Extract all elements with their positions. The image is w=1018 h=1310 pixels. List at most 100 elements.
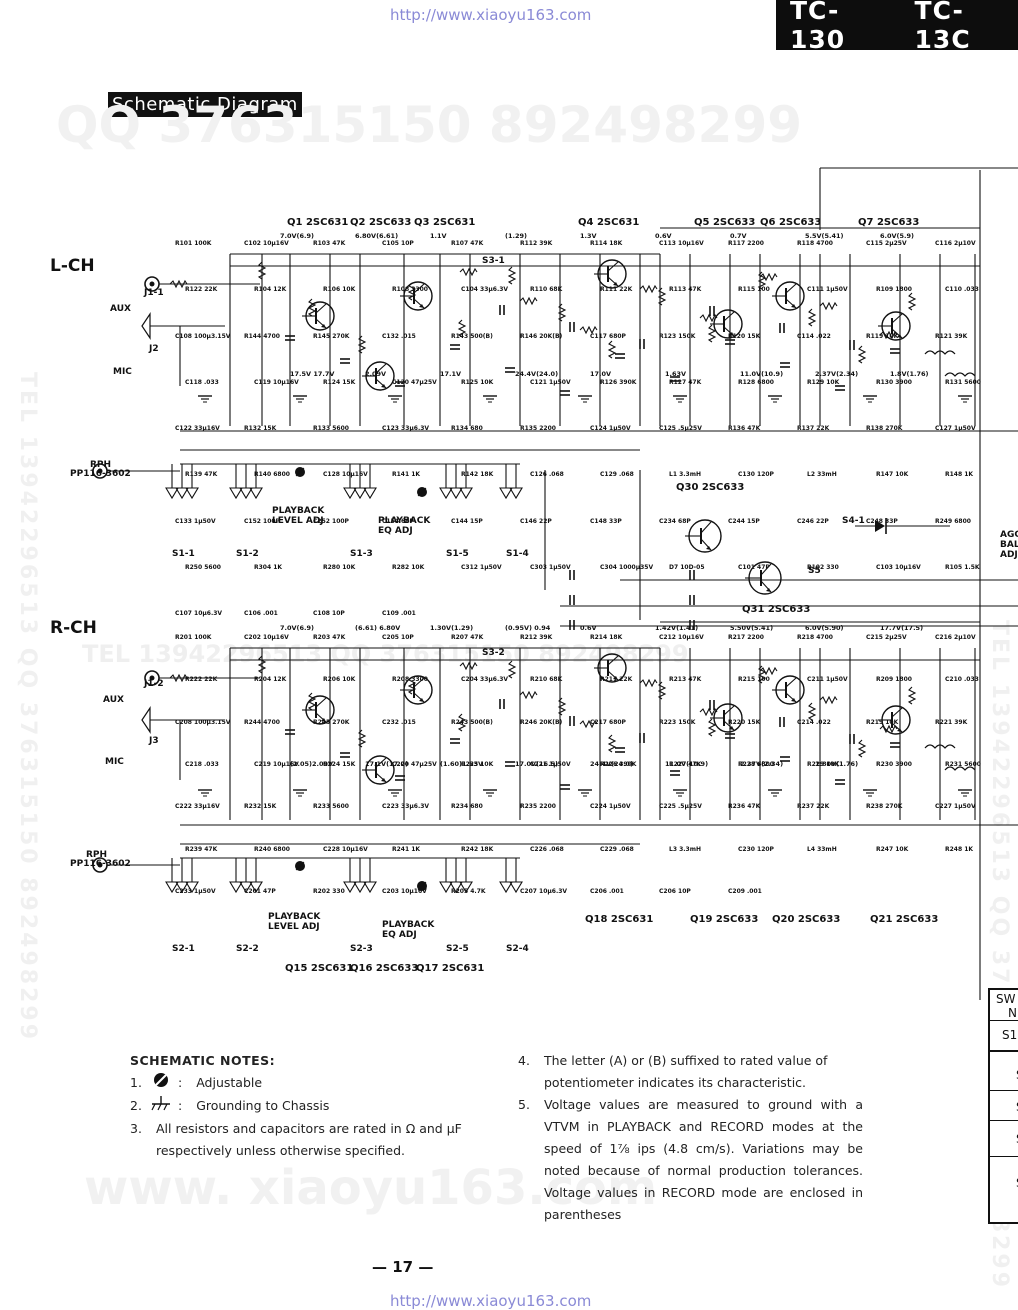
schematic-notes-left: SCHEMATIC NOTES: 1. : Adjustable 2. : Gr… xyxy=(130,1050,475,1162)
resistor xyxy=(757,665,767,684)
note-2: 2. : Grounding to Chassis xyxy=(130,1095,475,1118)
note-number: 1. xyxy=(130,1075,142,1090)
switch-table-head: N xyxy=(1008,1006,1017,1020)
component-label: R235 2200 xyxy=(520,803,556,810)
coil xyxy=(924,744,956,749)
note-number: 5. xyxy=(518,1097,530,1112)
wire xyxy=(315,697,327,708)
transistor-label: Q31 2SC633 xyxy=(742,604,811,615)
transistor-label: Q1 2SC631 xyxy=(287,217,349,228)
note-text: Voltage values are measured to ground wi… xyxy=(544,1097,863,1222)
component-label: C123 33μ6.3V xyxy=(382,425,430,432)
component-label: L2 33mH xyxy=(807,471,837,478)
component-label: C124 1μ50V xyxy=(590,425,631,432)
transistor-label: Q17 2SC631 xyxy=(416,963,485,974)
input-label: PP116-3602 xyxy=(70,469,131,479)
switch-contact xyxy=(249,487,263,500)
transistor-arrow xyxy=(613,282,618,286)
component-label: C202 10μ16V xyxy=(244,634,289,641)
switch-label: S2-2 xyxy=(236,944,259,954)
input-label: J1-2 xyxy=(144,679,164,689)
switch-label: S1-4 xyxy=(506,549,529,559)
resistor xyxy=(657,681,667,700)
voltage-label: 2.09V xyxy=(365,370,387,378)
switch-label: S1-2 xyxy=(236,549,259,559)
voltage-label: 24.4V(24.0) xyxy=(590,760,634,768)
note-text: Adjustable xyxy=(196,1075,263,1090)
component-label: R227 47K xyxy=(669,761,702,768)
component-label: R212 39K xyxy=(520,634,553,641)
watermark-qq: QQ 376315150 892498299 xyxy=(56,96,803,154)
component-label: R146 20K(B) xyxy=(520,333,563,340)
switch-table-row: S1 xyxy=(1002,1028,1018,1042)
component-label: R139 47K xyxy=(185,471,218,478)
transistor-label: Q30 2SC633 xyxy=(676,482,745,493)
switch-contact xyxy=(509,881,523,894)
component-label: R107 47K xyxy=(451,240,484,247)
voltage-label: 1.3V xyxy=(580,232,597,240)
component-label: R104 12K xyxy=(254,286,287,293)
component-label: C122 33μ16V xyxy=(175,425,220,432)
component-label: C115 2μ25V xyxy=(866,240,907,247)
component-label: C206 10P xyxy=(659,888,691,895)
component-label: R120 15K xyxy=(728,333,761,340)
switch-table-row: S xyxy=(1016,1176,1018,1190)
note-text: Grounding to Chassis xyxy=(196,1098,330,1113)
switch-contact xyxy=(459,881,473,894)
component-label: R130 3900 xyxy=(876,379,912,386)
voltage-label: 17.1V(17.0) xyxy=(365,760,409,768)
component-label: R223 150K xyxy=(659,719,696,726)
transistor-arrow xyxy=(613,676,618,680)
component-label: R304 1K xyxy=(254,564,283,571)
component-label: C214 .022 xyxy=(797,719,831,726)
page-title: Schematic Diagram xyxy=(108,92,302,117)
component-label: R220 15K xyxy=(728,719,761,726)
adjustable-icon xyxy=(146,1072,176,1095)
component-label: R101 100K xyxy=(175,240,212,247)
voltage-label: (2.05)2.09V xyxy=(290,760,334,768)
component-label: R207 47K xyxy=(451,634,484,641)
transistor-label: Q7 2SC633 xyxy=(858,217,920,228)
coil xyxy=(924,350,956,355)
component-label: R250 5600 xyxy=(185,564,221,571)
component-label: R109 1800 xyxy=(876,286,912,293)
switch-label: S5 xyxy=(808,566,821,576)
coil xyxy=(944,766,976,771)
voltage-label: 5.50V(5.41) xyxy=(730,624,774,632)
component-label: R102 330 xyxy=(807,564,839,571)
resistor xyxy=(807,308,817,327)
resistor xyxy=(357,335,367,354)
component-label: C101 47P xyxy=(738,564,770,571)
resistor xyxy=(407,282,417,301)
model-tab: TC-130 TC-13C xyxy=(776,0,1018,54)
coil xyxy=(944,372,976,377)
voltage-label: 7.0V(6.9) xyxy=(280,624,315,632)
resistor xyxy=(807,702,817,721)
component-label: R224 15K xyxy=(323,761,356,768)
jack-center xyxy=(97,862,103,868)
resistor xyxy=(607,734,617,753)
component-label: C107 10μ6.3V xyxy=(175,610,223,617)
note-1: 1. : Adjustable xyxy=(130,1072,475,1095)
switch-table-row: S xyxy=(1016,1068,1018,1082)
component-label: C114 .022 xyxy=(797,333,831,340)
component-label: R132 15K xyxy=(244,425,277,432)
input-label: AUX xyxy=(103,695,124,705)
component-label: R240 6800 xyxy=(254,846,290,853)
component-label: R209 1800 xyxy=(876,676,912,683)
component-label: L3 3.3mH xyxy=(669,846,701,853)
transistor-label: Q19 2SC633 xyxy=(690,914,759,925)
component-label: R148 1K xyxy=(945,471,974,478)
component-label: R129 10K xyxy=(807,379,840,386)
component-label: R134 680 xyxy=(451,425,483,432)
transistor-label: Q18 2SC631 xyxy=(585,914,654,925)
switch-contact xyxy=(439,487,453,500)
voltage-label: 17.0V xyxy=(590,370,612,378)
component-label: C110 .033 xyxy=(945,286,979,293)
component-label: C230 120P xyxy=(738,846,774,853)
component-label: C248 33P xyxy=(866,518,898,525)
switch-contact xyxy=(353,487,367,500)
component-label: R138 270K xyxy=(866,425,903,432)
voltage-label: 1.63V xyxy=(665,370,687,378)
switch-label: S2-5 xyxy=(446,944,469,954)
